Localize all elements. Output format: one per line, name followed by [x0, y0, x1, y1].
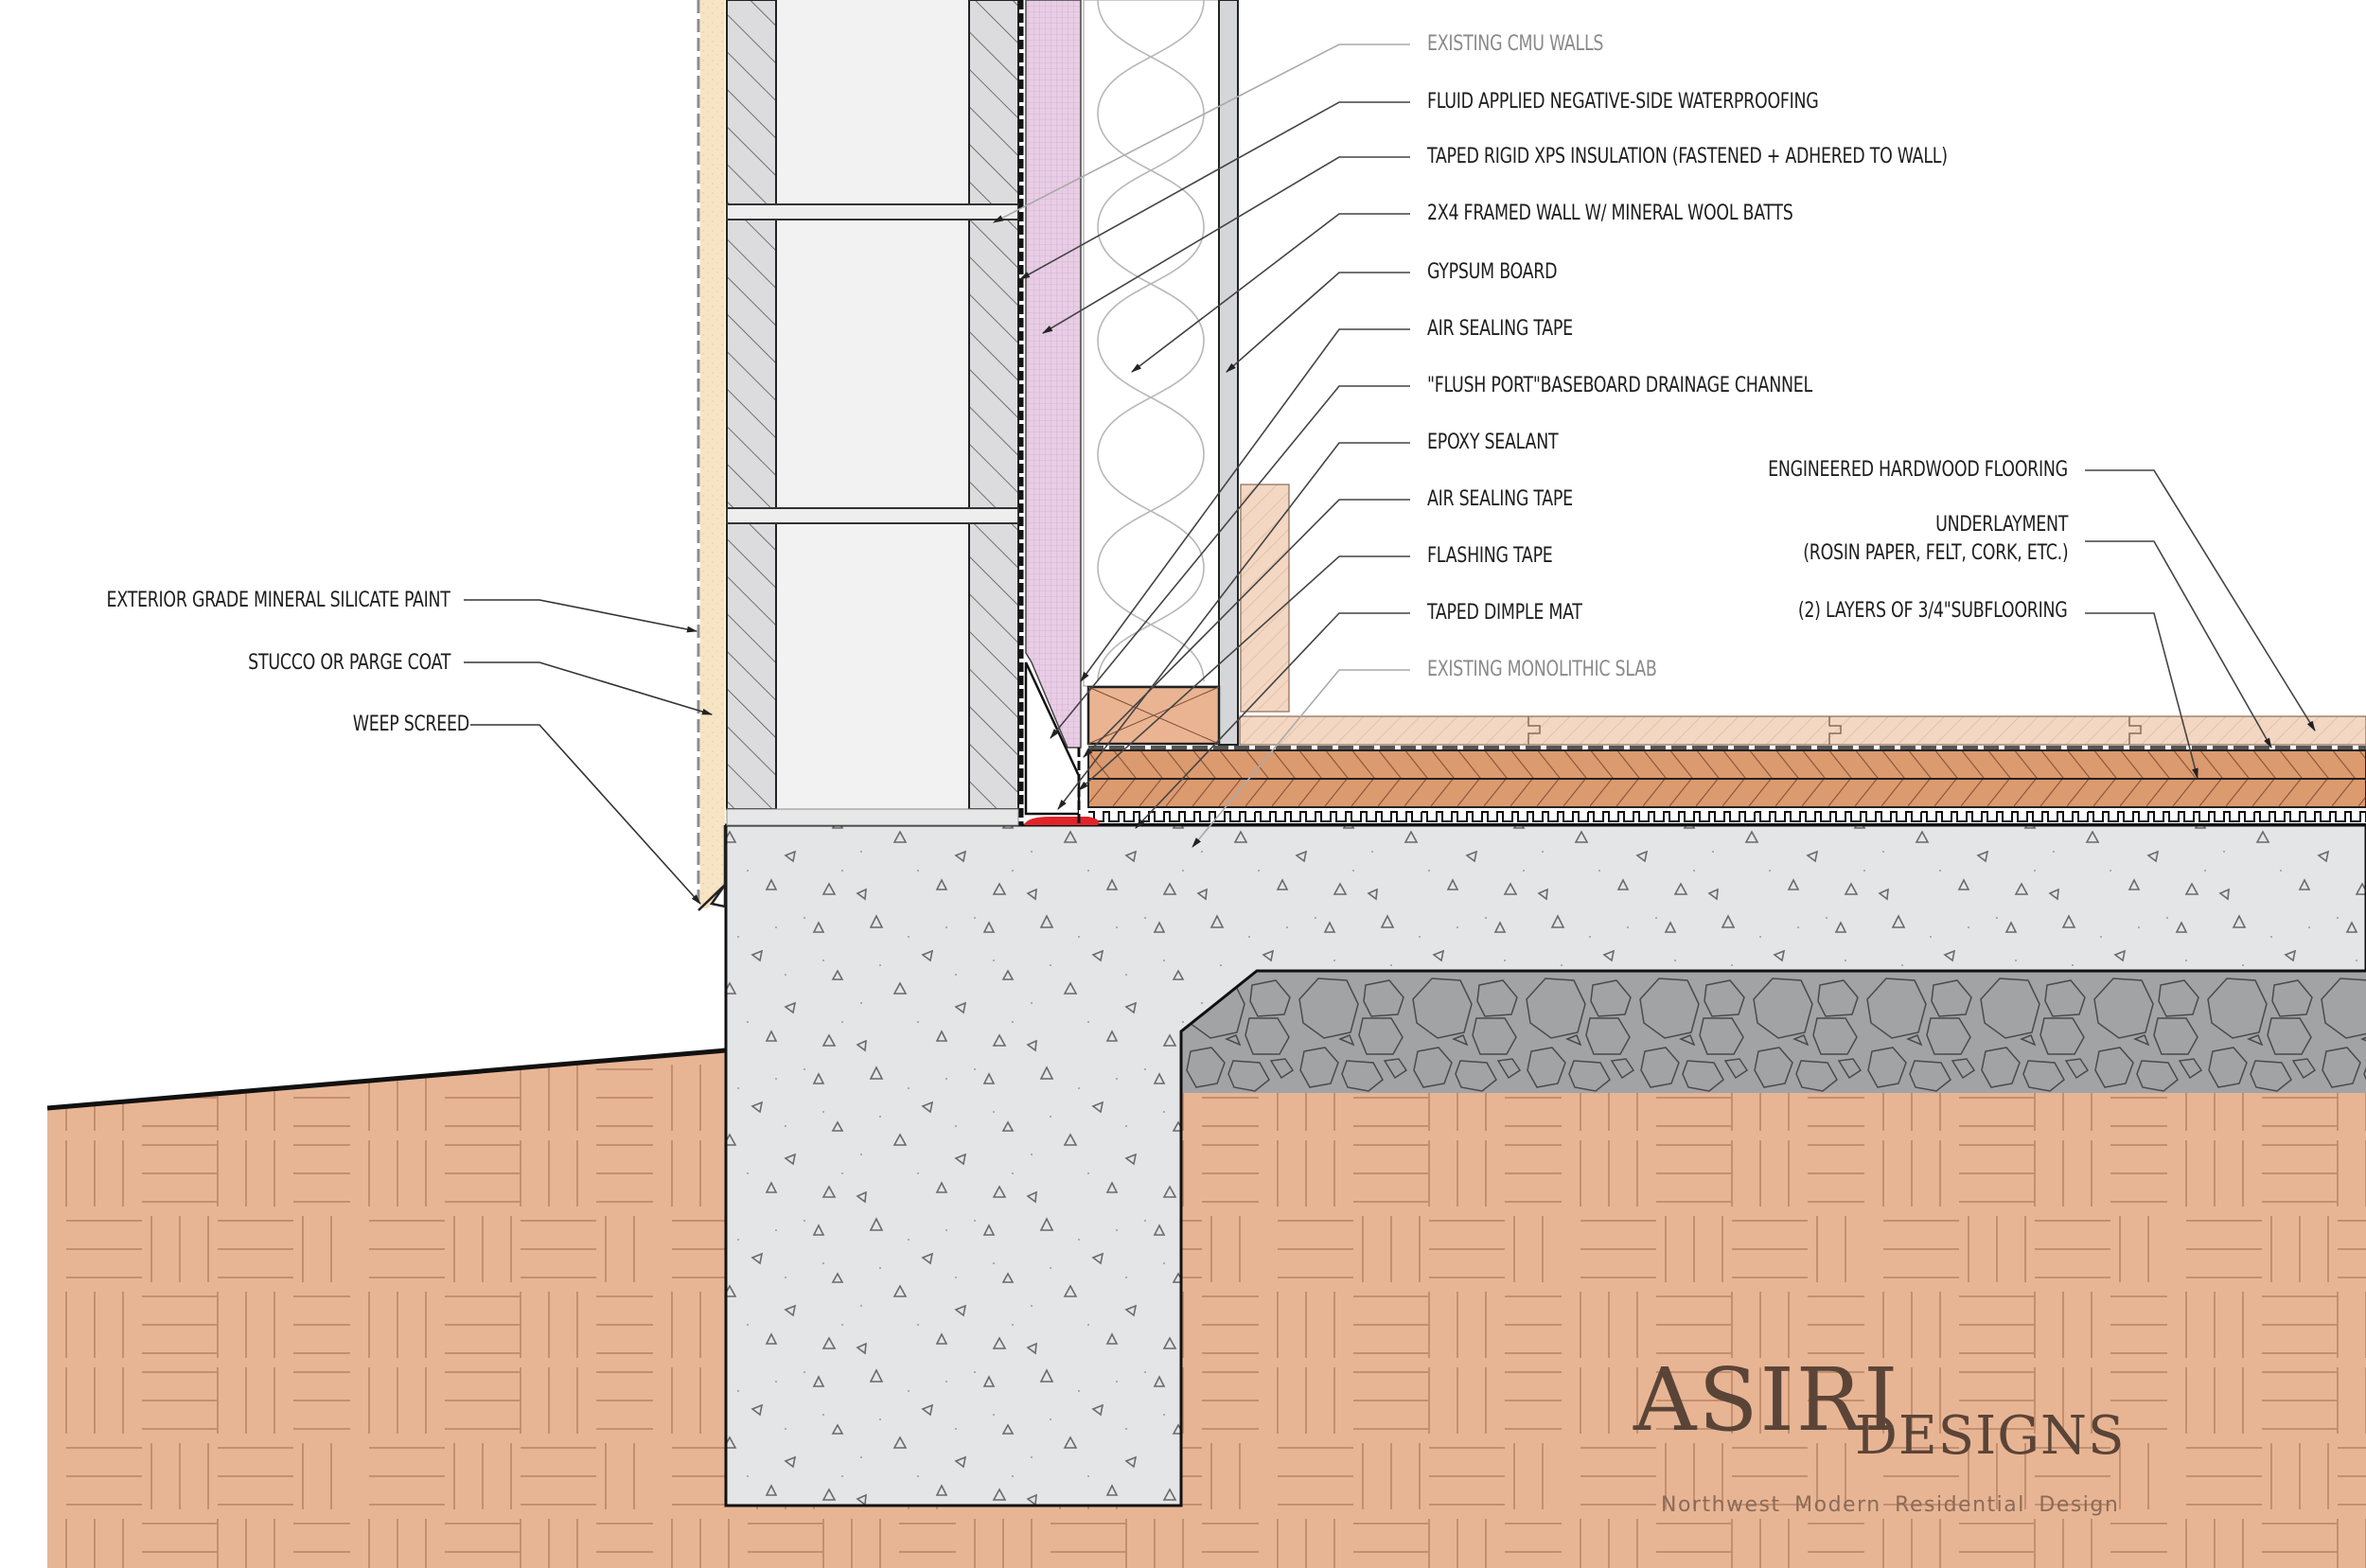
floor-leaders — [2085, 469, 2316, 780]
stucco-parge-coat — [700, 0, 725, 908]
label-flush-port-drainage: "FLUSH PORT"BASEBOARD DRAINAGE CHANNEL — [1427, 374, 1812, 397]
label-existing-cmu-walls: EXISTING CMU WALLS — [1427, 32, 1604, 56]
epoxy-sealant — [1024, 817, 1100, 825]
label-2x4-framed-wall: 2X4 FRAMED WALL W/ MINERAL WOOL BATTS — [1427, 202, 1793, 225]
label-engineered-hardwood: ENGINEERED HARDWOOD FLOORING — [1768, 458, 2068, 482]
logo-asiri: ASIRI — [1633, 1349, 1900, 1451]
label-taped-dimple-mat: TAPED DIMPLE MAT — [1427, 601, 1582, 625]
grade-line — [46, 1048, 727, 1111]
label-gypsum-board: GYPSUM BOARD — [1427, 260, 1558, 284]
engineered-hardwood-flooring — [1239, 715, 2366, 746]
left-leaders — [464, 599, 714, 905]
monolithic-slab — [724, 823, 2366, 1507]
label-air-sealing-tape-2: AIR SEALING TAPE — [1427, 487, 1573, 511]
weep-screed — [697, 825, 727, 911]
gypsum-board — [1218, 0, 1239, 746]
xps-insulation — [1025, 0, 1082, 749]
label-negative-side-waterproofing: FLUID APPLIED NEGATIVE-SIDE WATERPROOFIN… — [1427, 90, 1819, 114]
right-leaders — [993, 44, 1410, 848]
soil-backfill — [47, 1050, 2366, 1568]
label-mineral-silicate-paint: EXTERIOR GRADE MINERAL SILICATE PAINT — [106, 589, 450, 612]
logo-designs: DESIGNS — [1855, 1405, 2126, 1467]
label-stucco-parge-coat: STUCCO OR PARGE COAT — [248, 651, 450, 675]
bottom-plate — [1086, 685, 1221, 746]
cmu-wall — [726, 0, 1019, 826]
label-xps-insulation: TAPED RIGID XPS INSULATION (FASTENED + A… — [1427, 145, 1948, 168]
label-weep-screed: WEEP SCREED — [352, 713, 469, 736]
gravel-base — [1181, 971, 2366, 1093]
dimple-mat — [1079, 809, 2366, 825]
label-air-sealing-tape-1: AIR SEALING TAPE — [1427, 317, 1573, 341]
label-underlayment: UNDERLAYMENT — [1934, 513, 2068, 537]
label-underlayment-types: (ROSIN PAPER, FELT, CORK, ETC.) — [1802, 541, 2068, 565]
label-existing-monolithic-slab: EXISTING MONOLITHIC SLAB — [1427, 658, 1657, 681]
label-epoxy-sealant: EPOXY SEALANT — [1427, 431, 1559, 454]
hardwood-tongue-joints — [1527, 716, 2142, 745]
stud-wall-cavity — [1083, 0, 1220, 687]
label-flashing-tape: FLASHING TAPE — [1427, 544, 1553, 568]
logo-tagline: Northwest Modern Residential Design — [1661, 1493, 2120, 1517]
label-subflooring: (2) LAYERS OF 3/4"SUBFLOORING — [1798, 599, 2068, 623]
